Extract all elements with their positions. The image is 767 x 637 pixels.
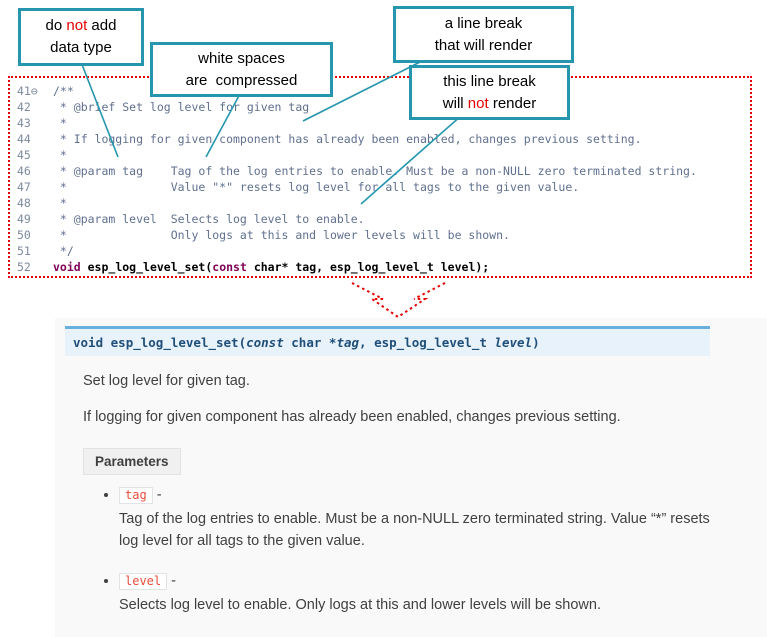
code-line: *	[53, 116, 67, 130]
code-line: */	[53, 244, 74, 258]
code-line: * @param tag Tag of the log entries to e…	[53, 164, 697, 178]
param-description: Tag of the log entries to enable. Must b…	[119, 511, 710, 549]
line-number: 52	[17, 260, 31, 274]
code-line: * If logging for given component has alr…	[53, 132, 642, 146]
render-funnel-arrow	[351, 282, 446, 319]
rendered-doc-panel: void esp_log_level_set(const char *tag, …	[55, 318, 767, 637]
param-separator: -	[152, 487, 162, 504]
param-item: tag - Tag of the log entries to enable. M…	[119, 487, 767, 553]
param-name-badge: tag	[119, 487, 153, 505]
code-line: void esp_log_level_set(const char* tag, …	[53, 260, 490, 274]
code-line: * @param level Selects log level to enab…	[53, 212, 365, 226]
code-line: * Only logs at this and lower levels wil…	[53, 228, 510, 242]
line-number: 41⊖	[17, 84, 38, 98]
param-item: level - Selects log level to enable. Only…	[119, 572, 767, 617]
doc-brief-paragraph: Set log level for given tag.	[83, 373, 250, 389]
param-description: Selects log level to enable. Only logs a…	[119, 596, 601, 613]
line-number: 42	[17, 100, 31, 114]
line-number: 44	[17, 132, 31, 146]
line-number: 47	[17, 180, 31, 194]
doc-detail-paragraph: If logging for given component has alrea…	[83, 409, 621, 426]
code-line: *	[53, 148, 67, 162]
editor-code: /** * @brief Set log level for given tag…	[53, 83, 697, 276]
line-number: 43	[17, 116, 31, 130]
signature: void esp_log_level_set(const char *tag, …	[65, 326, 710, 356]
code-line: * @brief Set log level for given tag	[53, 100, 310, 114]
parameters-header: Parameters	[83, 448, 181, 476]
param-name-badge: level	[119, 572, 168, 590]
line-number: 50	[17, 228, 31, 242]
line-number: 45	[17, 148, 31, 162]
code-line: *	[53, 196, 67, 210]
line-number: 48	[17, 196, 31, 210]
code-line: /**	[53, 84, 74, 98]
line-number: 49	[17, 212, 31, 226]
param-list: tag - Tag of the log entries to enable. M…	[103, 487, 767, 616]
editor-gutter: 41⊖ 42 43 44 45 46 47 48 49 50 51 52	[10, 83, 53, 276]
line-number: 46	[17, 164, 31, 178]
param-separator: -	[167, 572, 176, 589]
code-line: * Value "*" resets log level for all tag…	[53, 180, 580, 194]
line-number: 51	[17, 244, 31, 258]
code-editor-panel: 41⊖ 42 43 44 45 46 47 48 49 50 51 52 /** * @brief S…	[8, 76, 752, 278]
